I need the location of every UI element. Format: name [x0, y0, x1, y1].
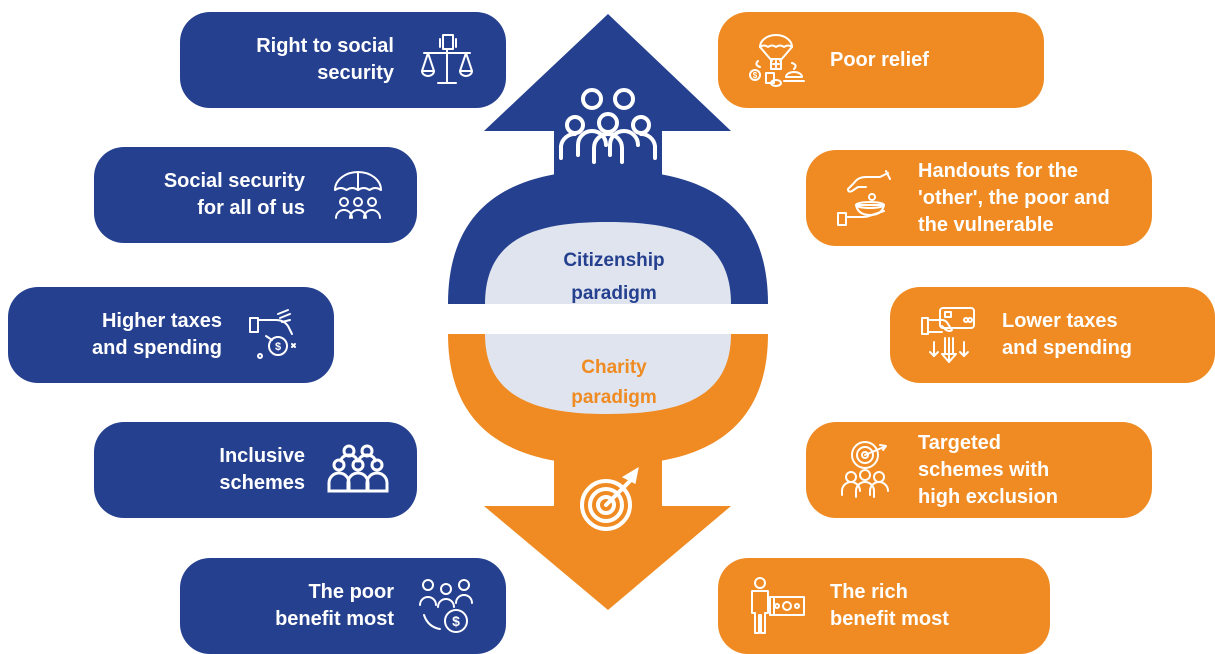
item-label: Right to social security [256, 33, 394, 87]
item-label-line: Higher taxes [101, 310, 222, 332]
item-label-line: Inclusive [219, 445, 305, 467]
item-label-line: 'other', the poor and [918, 186, 1110, 209]
charity-item-targeted-schemes: Targeted schemes with high exclusion [806, 422, 1152, 518]
item-label: Targeted schemes with high exclusion [918, 430, 1058, 511]
item-label: Higher taxes and spending [92, 308, 222, 362]
scales-of-justice-icon [416, 29, 478, 91]
item-label-line: Poor relief [830, 48, 929, 71]
item-label: Inclusive schemes [219, 443, 305, 497]
item-label-line: Social security [163, 170, 305, 192]
item-label: Handouts for the 'other', the poor and t… [918, 158, 1110, 239]
item-label-line: Lower taxes [1002, 310, 1118, 332]
charity-arrow-head [484, 440, 731, 610]
item-label-line: security [317, 62, 394, 84]
svg-text:$: $ [275, 341, 281, 353]
item-label-line: high exclusion [918, 485, 1059, 508]
charity-item-handouts: Handouts for the 'other', the poor and t… [806, 150, 1152, 246]
item-label-line: The poor [308, 581, 394, 603]
svg-text:$: $ [452, 613, 460, 629]
item-label-line: schemes [219, 472, 305, 494]
item-label-line: schemes with [918, 458, 1050, 481]
handout-icon [834, 167, 896, 229]
item-label: The rich benefit most [830, 579, 949, 633]
card-payment-icon [918, 304, 980, 366]
svg-text:$: $ [753, 71, 758, 80]
citizenship-arrow-head [484, 14, 731, 230]
people-money-icon: $ [416, 575, 478, 637]
item-label-line: and spending [1002, 337, 1132, 359]
item-label-line: and spending [92, 337, 222, 359]
item-label: Social security for all of us [164, 168, 305, 222]
item-label: Lower taxes and spending [1002, 308, 1132, 362]
item-label-line: benefit most [275, 608, 394, 630]
item-label-line: The rich [830, 581, 908, 603]
citizenship-oval [485, 222, 731, 304]
charity-item-rich-benefit-most: The rich benefit most [718, 558, 1050, 654]
charity-label-line2: paradigm [571, 387, 657, 408]
umbrella-people-icon [327, 164, 389, 226]
item-label: Poor relief [830, 47, 929, 74]
target-people-icon [834, 439, 896, 501]
item-label-line: for all of us [197, 197, 305, 219]
item-label-line: Targeted [918, 431, 1001, 454]
group-icon [327, 439, 389, 501]
citizenship-item-right-to-social-security: Right to social security [180, 12, 506, 108]
item-label-line: Right to social [256, 35, 394, 57]
people-group-icon [559, 88, 657, 164]
item-label-line: benefit most [830, 608, 949, 630]
citizenship-item-poor-benefit-most: The poor benefit most $ [180, 558, 506, 654]
citizenship-item-higher-taxes: Higher taxes and spending $ [8, 287, 334, 383]
citizenship-item-social-security-for-all: Social security for all of us [94, 147, 417, 243]
hand-coin-icon: $ [244, 304, 306, 366]
citizenship-label-line2: paradigm [571, 283, 657, 304]
item-label-line: the vulnerable [918, 213, 1054, 236]
person-cash-icon [746, 575, 808, 637]
parachute-aid-icon: $ [746, 29, 808, 91]
charity-item-lower-taxes: Lower taxes and spending [890, 287, 1215, 383]
charity-oval [485, 334, 731, 414]
citizenship-item-inclusive-schemes: Inclusive schemes [94, 422, 417, 518]
charity-label-line1: Charity [581, 357, 647, 378]
item-label-line: Handouts for the [918, 159, 1078, 182]
charity-item-poor-relief: $ Poor relief [718, 12, 1044, 108]
citizenship-label-line1: Citizenship [563, 250, 664, 271]
item-label: The poor benefit most [275, 579, 394, 633]
target-icon [580, 466, 639, 531]
